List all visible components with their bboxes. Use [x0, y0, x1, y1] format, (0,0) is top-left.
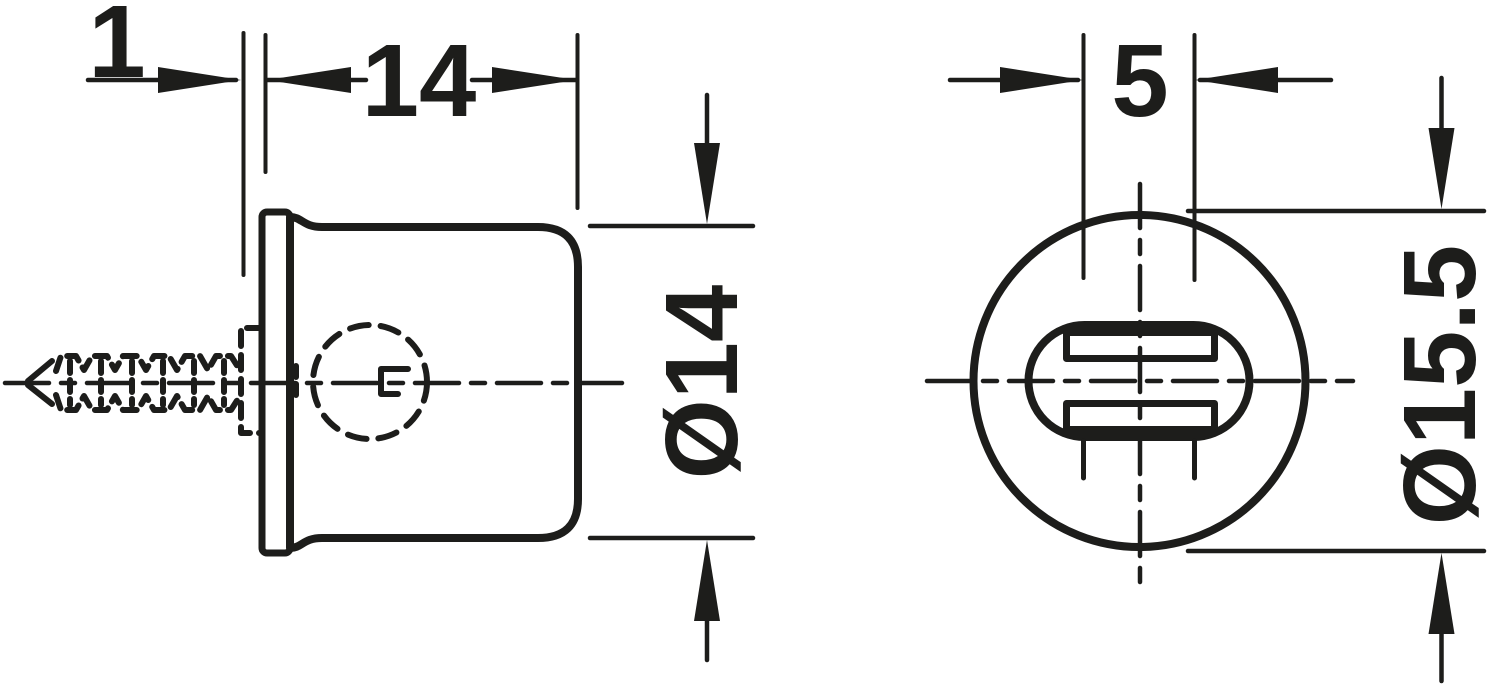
dim-flange-diameter — [1185, 75, 1487, 684]
arrowhead-left — [267, 67, 351, 93]
dim-label-slot-width: 5 — [1111, 23, 1168, 138]
cam-slot-obround — [1024, 321, 1254, 441]
dim-slot-width — [947, 33, 1334, 282]
arrowhead-left — [1195, 67, 1278, 93]
screw-thread-roots — [67, 358, 227, 408]
arrowhead-right — [492, 67, 576, 93]
side-view — [2, 31, 756, 663]
dim-label-flange-protrusion: 1 — [88, 0, 145, 99]
screw-thread-top — [53, 353, 243, 374]
arrowhead-down — [1428, 128, 1455, 209]
center-step-mark — [378, 366, 411, 397]
dim-label-flange-diameter: Ø15.5 — [1382, 245, 1488, 526]
screw-tip — [25, 358, 55, 407]
cam-slot-bottom-bar — [1063, 400, 1218, 433]
cam-slot-top-bar — [1063, 329, 1218, 362]
arrowhead-up — [694, 540, 720, 621]
screw-head-hidden — [238, 325, 265, 436]
dim-body-diameter — [587, 92, 756, 663]
housing-face-circle — [969, 211, 1310, 551]
dim-label-body-diameter: Ø14 — [644, 285, 759, 480]
cross-hole-hidden-circle — [310, 322, 430, 442]
dim-depth — [264, 33, 580, 210]
front-view — [924, 33, 1487, 684]
arrowhead-right — [1000, 67, 1083, 93]
screw-thread-bottom — [53, 392, 243, 413]
mounting-screw-hidden — [25, 325, 299, 436]
arrowhead-down — [694, 143, 720, 224]
dim-label-depth: 14 — [362, 23, 477, 138]
dim-flange-protrusion — [85, 31, 268, 277]
arrowhead-up — [1428, 553, 1455, 634]
housing-cup — [286, 213, 582, 552]
arrowhead-right — [158, 67, 241, 93]
bolt-channel-edge — [1081, 438, 1197, 481]
